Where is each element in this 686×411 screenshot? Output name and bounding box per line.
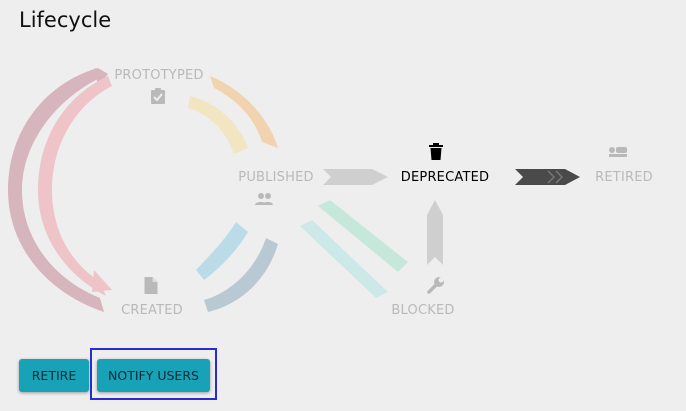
state-prototyped[interactable]: PROTOTYPED (114, 68, 204, 83)
state-deprecated[interactable]: DEPRECATED (400, 170, 490, 185)
arrow-published-to-blocked[interactable] (318, 200, 408, 272)
arrow-blocked-to-deprecated[interactable] (427, 200, 443, 265)
arc-prototyped-to-created-inner[interactable] (38, 76, 112, 296)
arc-created-to-published[interactable] (196, 222, 248, 280)
arc-published-to-created[interactable] (204, 238, 278, 312)
clipboard-check-icon (151, 88, 165, 104)
wrench-icon (427, 277, 444, 294)
arrow-published-to-deprecated[interactable] (323, 169, 388, 185)
users-icon (255, 193, 273, 205)
arrow-blocked-to-published[interactable] (300, 220, 388, 298)
state-retired[interactable]: RETIRED (595, 170, 653, 185)
page-title: Lifecycle (19, 8, 112, 32)
arc-created-to-prototyped-outer[interactable] (8, 68, 108, 312)
state-created[interactable]: CREATED (121, 303, 183, 318)
trash-icon (429, 143, 443, 160)
bed-icon (609, 147, 627, 157)
state-published[interactable]: PUBLISHED (238, 170, 314, 185)
notify-users-button[interactable]: NOTIFY USERS (97, 359, 210, 392)
retire-button[interactable]: RETIRE (19, 359, 89, 392)
arrow-deprecated-to-retired[interactable] (515, 169, 580, 185)
arc-prototyped-to-published[interactable] (210, 76, 278, 148)
file-icon (144, 277, 158, 294)
state-blocked[interactable]: BLOCKED (391, 303, 455, 318)
arc-published-to-prototyped[interactable] (188, 96, 248, 154)
lifecycle-diagram (8, 68, 580, 312)
